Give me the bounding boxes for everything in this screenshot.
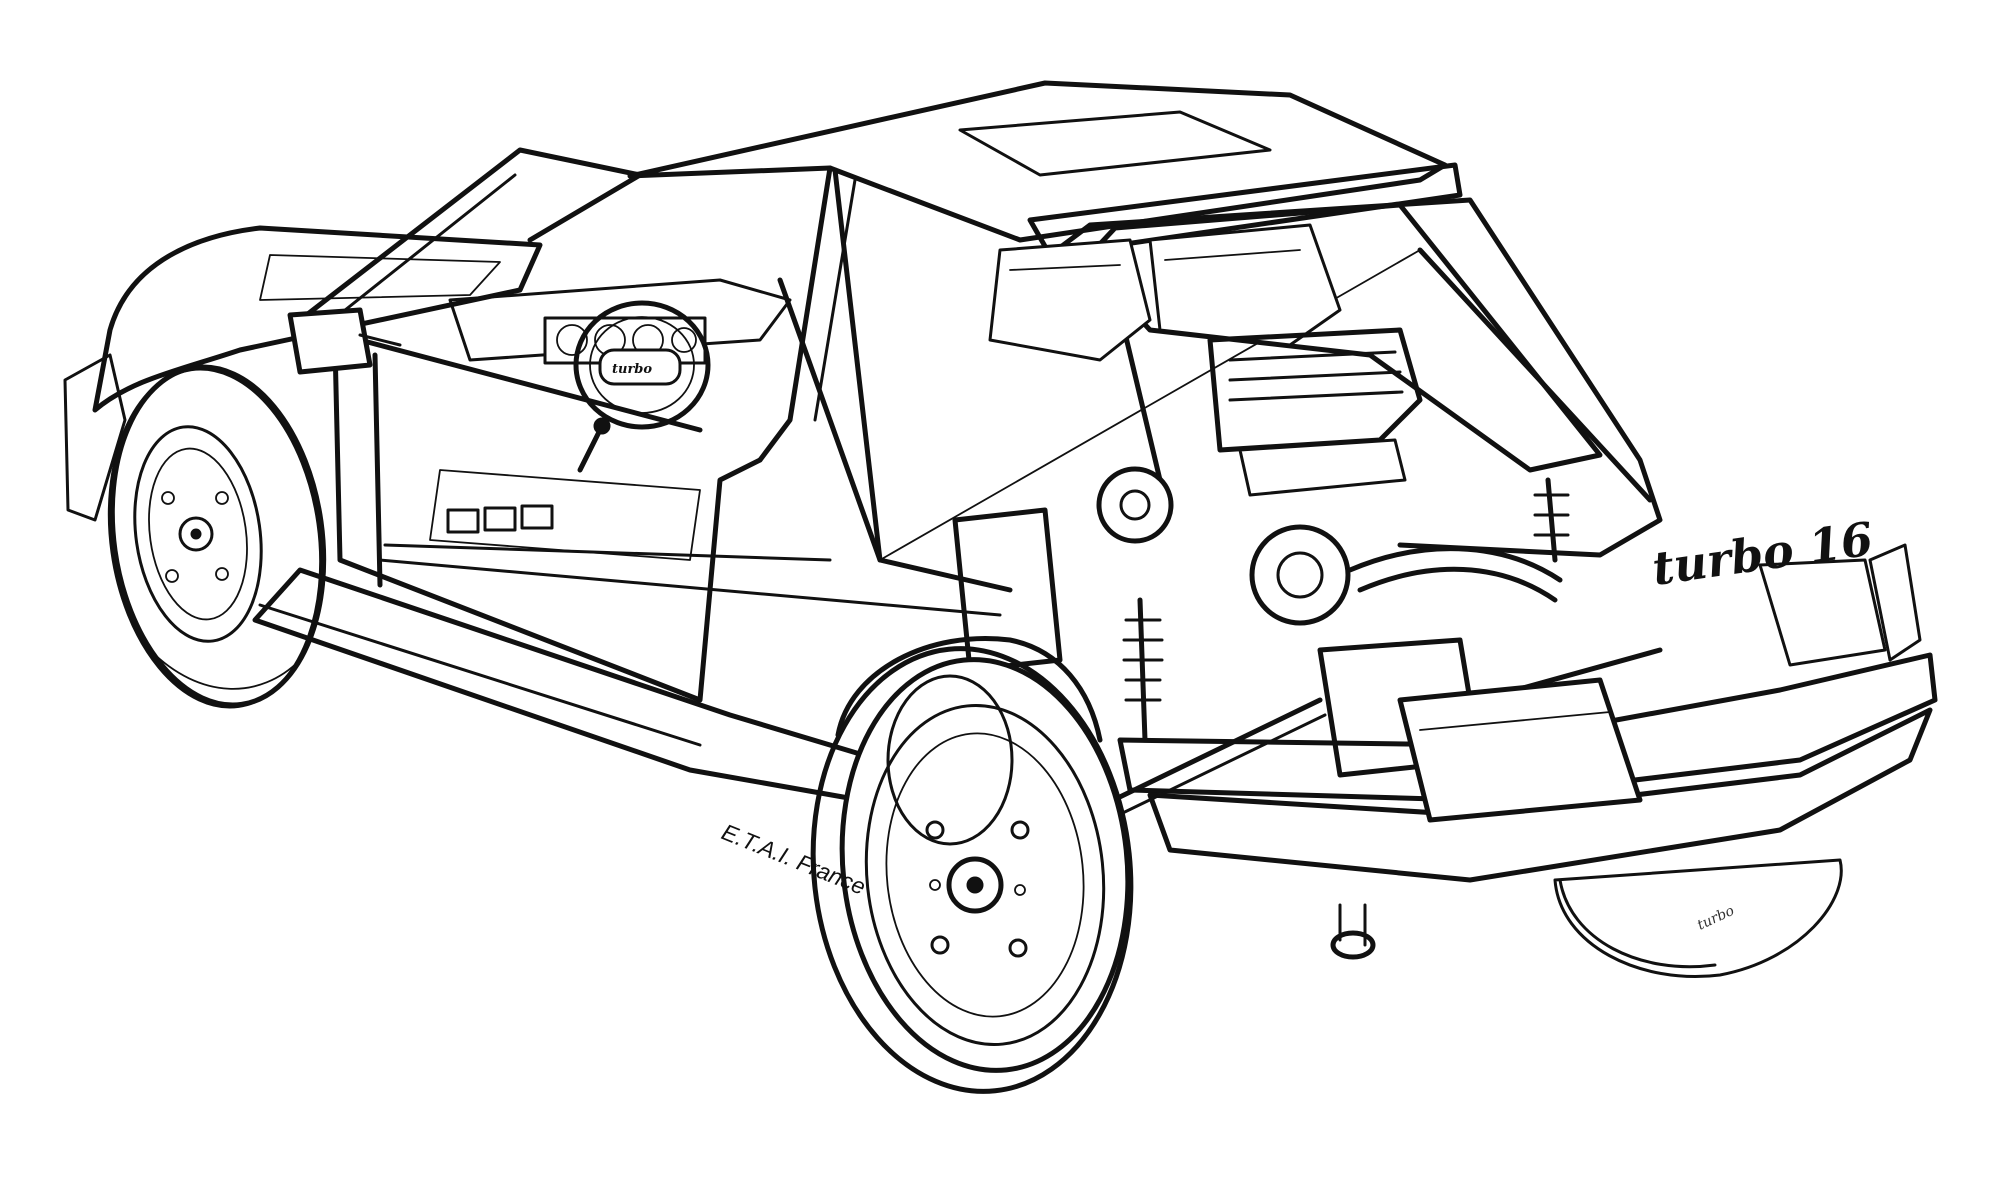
pedal [520, 504, 554, 530]
gauge-icon [671, 327, 697, 353]
turbocharger [1249, 524, 1351, 626]
door-opening [332, 342, 763, 703]
wheel-arch [835, 636, 1103, 743]
left-front-wheel [107, 364, 327, 709]
sunroof [958, 110, 1272, 177]
door-mirror [287, 307, 373, 375]
rear-quarter [1047, 197, 1663, 558]
radiator [952, 507, 1063, 673]
intercooler-pipe [1347, 546, 1563, 583]
roof-panel [627, 80, 1448, 243]
steering-hub [598, 348, 682, 386]
rear-spoiler [1027, 162, 1463, 258]
rear-tyre-sidewall-text: turbo [1695, 903, 1737, 934]
gauge-icon [556, 324, 588, 356]
pedal [446, 508, 480, 534]
rear-vent-grille [1758, 558, 1887, 667]
side-sill [252, 567, 883, 803]
rear-silencer [1397, 677, 1643, 823]
alternator [1096, 466, 1174, 544]
passenger-seat [1148, 223, 1342, 347]
b-pillar [757, 165, 833, 463]
rear-badge: turbo 16 [1649, 512, 1876, 596]
intake-plenum [1238, 438, 1407, 497]
steering-wheel [573, 300, 711, 430]
gear-lever [577, 427, 603, 473]
interior: turbo [287, 223, 1342, 561]
dashboard [448, 278, 792, 362]
roll-cage [357, 167, 1653, 617]
tail-light [1868, 543, 1922, 662]
pedal [483, 506, 517, 532]
brake-disc [886, 674, 1014, 846]
hub-cap-icon [178, 516, 214, 552]
driver-seat [988, 238, 1152, 362]
left-rear-wheel [810, 636, 1134, 1094]
right-rear-wheel: turbo [1553, 858, 1843, 978]
rear-right-strut [1545, 477, 1558, 563]
rear-strut [1137, 597, 1148, 743]
front-bumper [63, 353, 127, 522]
exhaust-pipe [1330, 930, 1376, 960]
steering-hub-badge: turbo [612, 362, 652, 377]
floor-pan [429, 469, 701, 561]
cylinder-head [1207, 327, 1423, 453]
a-pillar [297, 147, 643, 323]
